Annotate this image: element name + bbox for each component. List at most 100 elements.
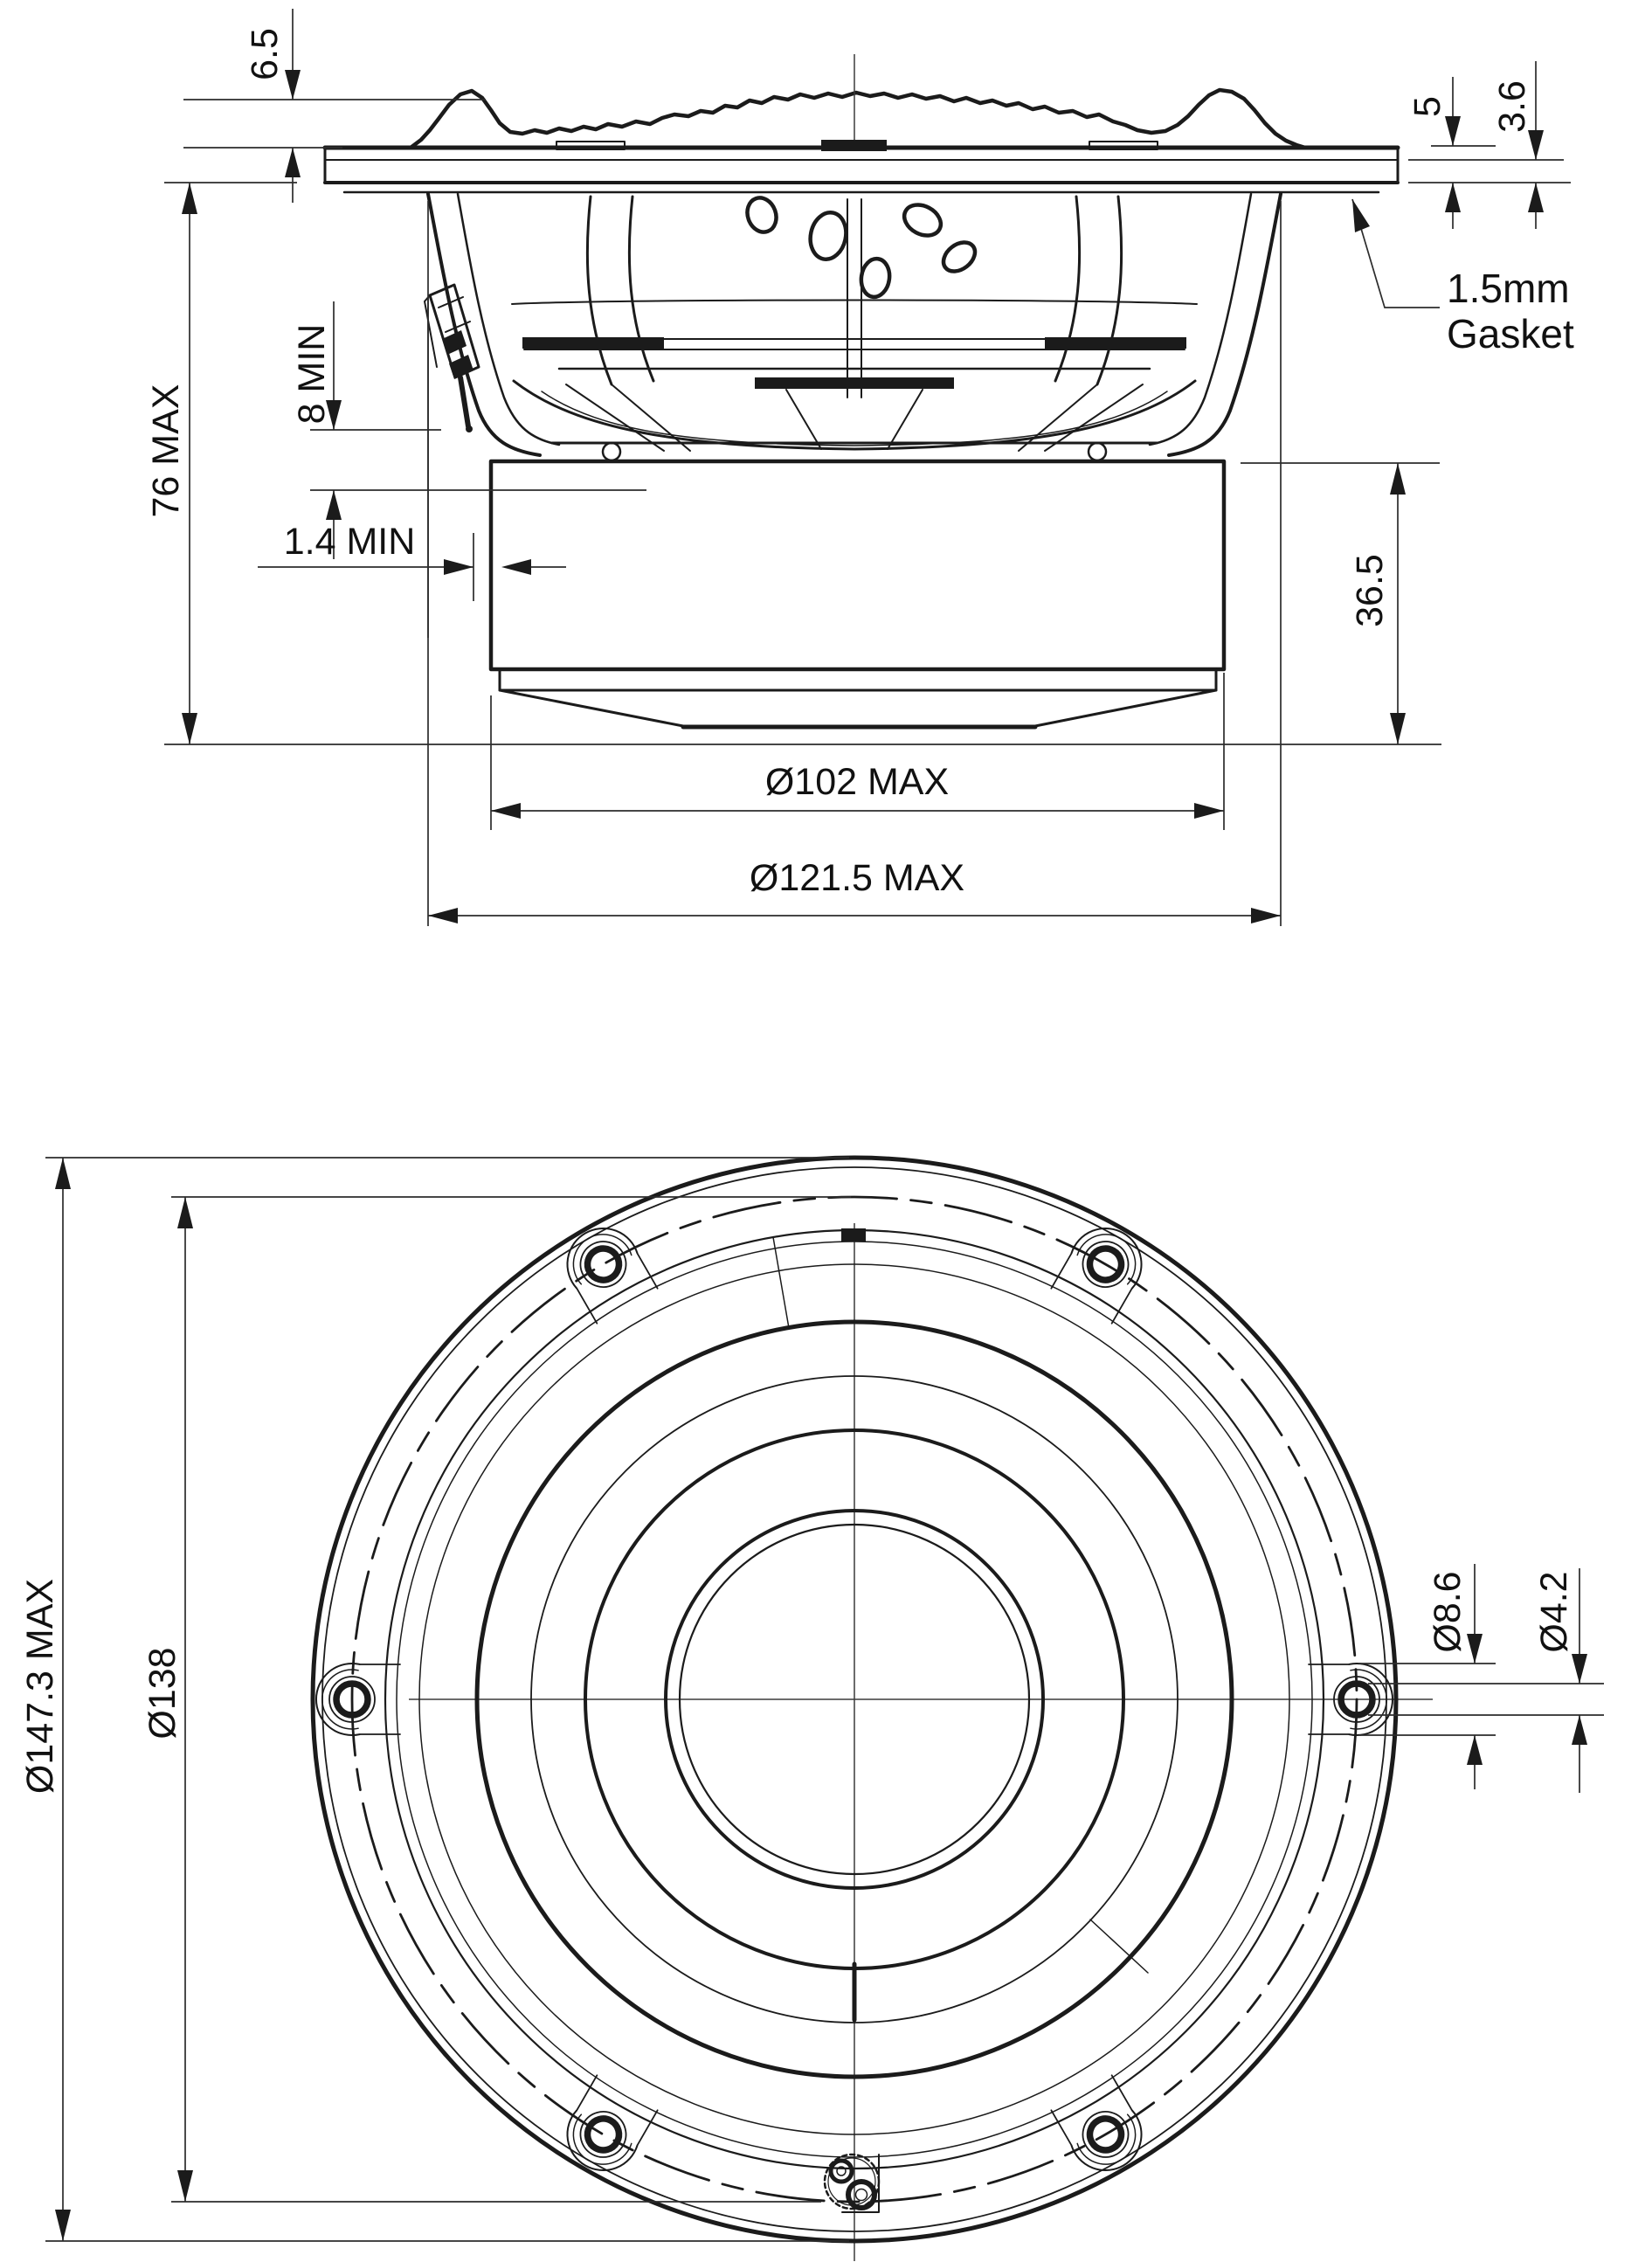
arrow-up-icon (1528, 183, 1544, 212)
flange-opening-ring (418, 1263, 1290, 2135)
dim-flange-thickness: 3.6 (1408, 61, 1571, 229)
top-alignment-notch (841, 1228, 866, 1242)
basket-frame (426, 192, 1282, 457)
basket-strut (627, 195, 655, 383)
mounting-flange (322, 140, 1400, 194)
arrow-left-icon (428, 908, 458, 923)
dust-cap-inner-circle (678, 1523, 1031, 1876)
dim-motor-height-label: 36.5 (1349, 554, 1391, 627)
arrow-up-icon (1390, 463, 1406, 495)
arrow-right-icon (444, 559, 473, 575)
vent-hole (941, 240, 978, 273)
voice-coil (755, 377, 954, 389)
arrow-down-icon (1572, 1654, 1587, 1684)
dim-front-offset-label: 5 (1407, 96, 1448, 117)
center-badge (823, 2153, 881, 2213)
dim-overall-depth: 76 MAX (145, 182, 1441, 745)
dim-rear-diameter-label: Ø121.5 MAX (750, 857, 964, 899)
back-plate (498, 668, 1218, 692)
gusset (565, 384, 1144, 452)
basket-wall-inner-mirror (1148, 192, 1253, 446)
dim-surround-height: 6.5 (183, 9, 486, 203)
arrow-down-icon (1528, 130, 1544, 160)
screw-recess-right (1089, 141, 1158, 150)
arrow-up-icon (1467, 1735, 1483, 1765)
screw-hole (1337, 1680, 1376, 1719)
screw-recess-left (556, 141, 626, 150)
vent-hole (745, 196, 778, 234)
vent-hole (808, 211, 848, 261)
dim-vent-clearance: 1.4 MIN (258, 297, 566, 638)
arrow-up-icon (182, 183, 197, 214)
arrow-down-icon (177, 2170, 193, 2202)
mounting-hole (316, 1664, 400, 1735)
dim-front-offset: 5 (1407, 77, 1496, 229)
vent-hole (902, 203, 944, 238)
gasket-note-line2: Gasket (1447, 311, 1574, 356)
mounting-hole (1308, 1663, 1394, 1736)
arrow-left-icon (501, 559, 531, 575)
arrow-down-icon (182, 713, 197, 744)
dim-bolt-circle: Ø138 (142, 1196, 851, 2203)
gasket-note-line1: 1.5mm (1447, 266, 1570, 311)
terminal-lug (424, 283, 480, 432)
dim-hole-diameter-label: Ø4.2 (1533, 1571, 1575, 1652)
terminal-black-pad (442, 330, 467, 355)
inner-bowl-edge (511, 299, 1198, 305)
basket-strut (585, 195, 613, 386)
back-taper (498, 688, 1218, 728)
spider-and-bowl (511, 299, 1198, 462)
rivet (1087, 441, 1108, 462)
rivet (601, 441, 622, 462)
dim-motor-diameter-label: Ø102 MAX (765, 761, 949, 803)
arrow-up-icon (326, 490, 342, 520)
dim-bolt-circle-label: Ø138 (142, 1647, 183, 1739)
dim-terminal-clearance-label: 8 MIN (291, 324, 333, 425)
rear-bowl-inner (541, 391, 1168, 446)
basket-wall-inner (456, 192, 561, 446)
rear-bowl-outer (512, 379, 1197, 451)
arrow-up-icon (285, 148, 301, 177)
mounting-hole (1050, 2075, 1154, 2183)
dim-rear-diameter: Ø121.5 MAX (427, 201, 1282, 926)
dust-cap-circle (664, 1509, 1045, 1890)
dim-overall-diameter-label: Ø147.3 MAX (19, 1579, 61, 1794)
terminal-black-pad (449, 355, 473, 379)
surround-seam (772, 1236, 790, 1329)
arrow-up-icon (55, 1158, 71, 1189)
spider-clamp-left (522, 337, 664, 349)
dim-surround-height-label: 6.5 (244, 28, 286, 80)
dim-overall-depth-label: 76 MAX (145, 384, 187, 518)
arrow-right-icon (1251, 908, 1281, 923)
arrow-right-icon (1194, 803, 1224, 819)
surround-seam (1089, 1919, 1149, 1974)
cone-surround-profile (408, 87, 1308, 150)
dim-flange-thickness-label: 3.6 (1491, 80, 1533, 133)
dim-counterbore: Ø8.6 (1359, 1564, 1496, 1789)
vent-hole (859, 256, 892, 300)
arrow-down-icon (1445, 116, 1461, 146)
dim-motor-height: 36.5 (1241, 462, 1440, 744)
terminal-pin (458, 375, 471, 429)
front-view: Ø147.3 MAX Ø138 Ø8.6 Ø4.2 (19, 1155, 1604, 2261)
surround-outer-ring (474, 1319, 1234, 2079)
side-section-view: 6.5 76 MAX 8 MIN 1.4 MIN 5 (145, 9, 1574, 926)
arrow-left-icon (491, 803, 521, 819)
spider-clamp-right (1045, 337, 1186, 349)
arrow-up-icon (177, 1197, 193, 1228)
mounting-hole (554, 2075, 658, 2183)
dim-motor-diameter: Ø102 MAX (490, 673, 1225, 830)
magnet-block (488, 459, 1227, 672)
arrow-up-icon (1572, 1715, 1587, 1745)
arrow-down-icon (55, 2210, 71, 2241)
surround-inner-ring (530, 1375, 1179, 2023)
arrow-down-icon (285, 70, 301, 100)
dim-hole-diameter: Ø4.2 (1368, 1568, 1604, 1793)
gasket-callout: 1.5mm Gasket (1351, 198, 1574, 356)
dim-overall-diameter: Ø147.3 MAX (19, 1157, 849, 2242)
leader-arrow-icon (1352, 199, 1370, 232)
dim-terminal-clearance: 8 MIN (291, 301, 646, 559)
dim-vent-clearance-label: 1.4 MIN (284, 521, 416, 563)
